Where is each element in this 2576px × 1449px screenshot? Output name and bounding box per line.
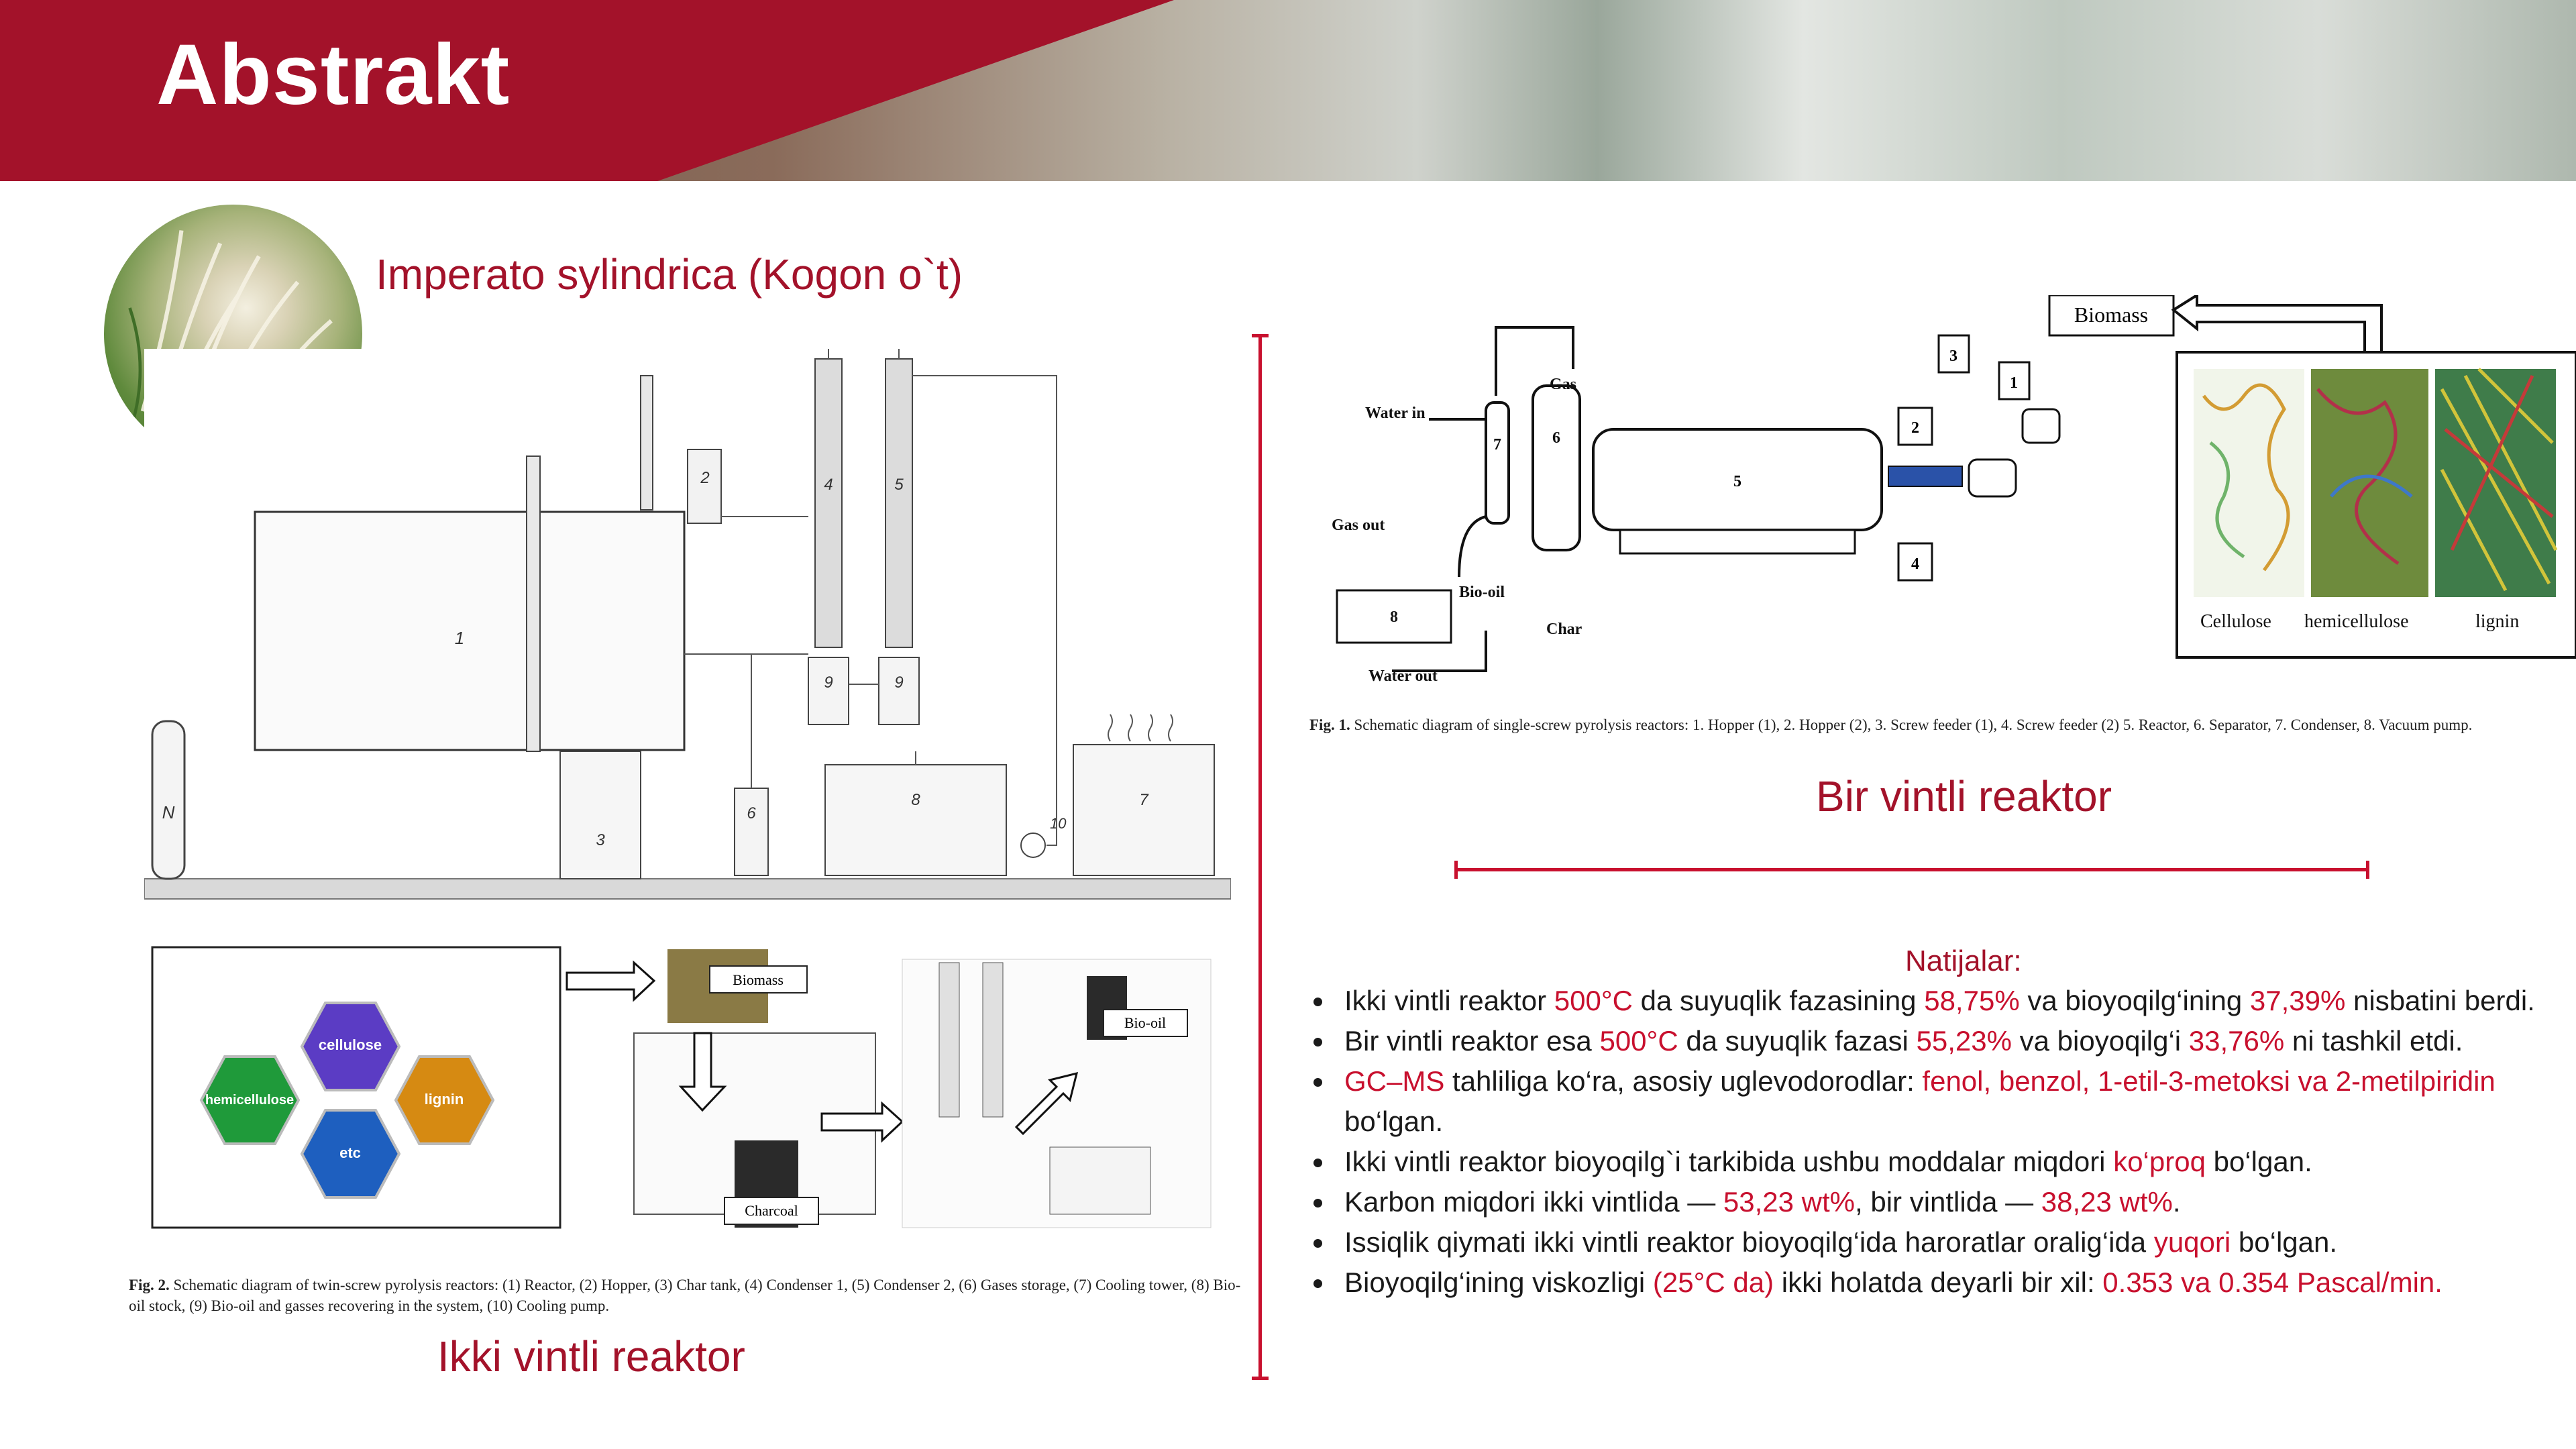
horizontal-divider-cap-left [1454,861,1458,879]
horizontal-divider-cap-right [2366,861,2369,879]
result-text: Ikki vintli reaktor bioyoqilg`i tarkibid… [1344,1146,2114,1177]
result-text: va bioyoqilg‘i [2011,1025,2189,1057]
unit-label-9b: 9 [894,674,903,692]
plant-name: Imperato sylindrica (Kogon o`t) [376,250,963,299]
results-list: Ikki vintli reaktor 500°C da suyuqlik fa… [1308,981,2576,1303]
result-text: da suyuqlik fazasi [1678,1025,1917,1057]
unit-label-10: 10 [1050,815,1067,832]
result-highlight: ko‘proq [2113,1146,2206,1177]
result-item: Ikki vintli reaktor 500°C da suyuqlik fa… [1335,981,2576,1021]
result-highlight: yuqori [2153,1226,2231,1258]
result-item: Bioyoqilg‘ining viskozligi (25°C da) ikk… [1335,1263,2576,1303]
unit-1: 1 [2010,374,2018,392]
fig2-caption-text: Schematic diagram of twin-screw pyrolysi… [129,1277,1241,1314]
result-highlight: 500°C [1554,985,1633,1016]
result-text: bo‘lgan. [2231,1226,2338,1258]
inset-cellulose-label: cellulose [319,1036,382,1053]
result-highlight: GC–MS [1344,1065,1445,1097]
result-text: da suyuqlik fazasining [1632,985,1925,1016]
unit-6: 6 [1552,429,1560,447]
inset-biooil-label: Bio-oil [1124,1014,1166,1031]
result-text: va bioyoqilg‘ining [2019,985,2250,1016]
unit-label-n: N [162,802,175,822]
result-text: Ikki vintli reaktor [1344,985,1554,1016]
inset-lignin-label: lignin [425,1091,464,1108]
fig1-caption-lead: Fig. 1. [1309,716,1350,733]
bio-oil-label: Bio-oil [1459,584,1505,601]
result-text: Bir vintli reaktor esa [1344,1025,1600,1057]
vertical-divider-cap-bottom [1252,1377,1269,1380]
result-text: , bir vintlida — [1855,1186,2041,1218]
result-text: ikki holatda deyarli bir xil: [1774,1267,2103,1298]
result-highlight: fenol, benzol, 1-etil-3-metoksi va 2-met… [1922,1065,2496,1097]
result-text: Issiqlik qiymati ikki vintli reaktor bio… [1344,1226,2154,1258]
result-highlight: 38,23 wt% [2041,1186,2173,1218]
fig2-caption-lead: Fig. 2. [129,1277,170,1293]
result-highlight: 55,23% [1916,1025,2012,1057]
unit-4: 4 [1911,555,1919,573]
fig2-caption: Fig. 2. Schematic diagram of twin-screw … [129,1275,1256,1316]
results-title: Natijalar: [1905,945,2022,977]
gas-out-label: Gas out [1332,517,1385,534]
unit-5: 5 [1733,473,1741,490]
result-item: GC–MS tahliliga ko‘ra, asosiy uglevodoro… [1335,1061,2576,1142]
result-text: nisbatini berdi. [2345,985,2535,1016]
twin-screw-schematic: N 1 2 3 4 5 9 9 6 8 10 7 [144,349,1231,906]
unit-label-6: 6 [747,804,756,822]
unit-3: 3 [1949,347,1957,365]
hemicellulose-label: hemicellulose [2304,611,2409,632]
unit-7: 7 [1493,436,1501,453]
result-text: Bioyoqilg‘ining viskozligi [1344,1267,1653,1298]
unit-label-2: 2 [700,469,709,487]
result-text: Karbon miqdori ikki vintlida — [1344,1186,1723,1218]
fig1-caption-text: Schematic diagram of single-screw pyroly… [1354,716,2473,733]
lignin-label: lignin [2475,611,2519,632]
unit-label-4: 4 [824,476,833,494]
inset-charcoal-label: Charcoal [745,1202,798,1219]
inset-hemicellulose-label: hemicellulose [205,1093,294,1108]
result-text: ni tashkil etdi. [2284,1025,2463,1057]
unit-label-3: 3 [596,831,605,849]
result-text: bo‘lgan. [1344,1106,1444,1137]
cellulose-label: Cellulose [2200,611,2271,632]
horizontal-divider [1456,868,2368,871]
single-screw-schematic: Water in Gas Gas out Bio-oil Char Water … [1325,295,2576,704]
vertical-divider-cap-top [1252,334,1269,337]
result-item: Bir vintli reaktor esa 500°C da suyuqlik… [1335,1021,2576,1061]
inset-biomass-label: Biomass [733,971,784,988]
unit-label-9a: 9 [824,674,833,692]
unit-8: 8 [1390,608,1398,626]
result-highlight: (25°C da) [1652,1267,1774,1298]
char-label: Char [1546,621,1582,638]
unit-label-7: 7 [1139,791,1149,809]
page-title: Abstrakt [156,27,511,123]
result-item: Issiqlik qiymati ikki vintli reaktor bio… [1335,1222,2576,1263]
unit-label-8: 8 [911,791,920,809]
vertical-divider [1258,335,1262,1379]
single-screw-label: Bir vintli reaktor [1816,772,2112,820]
biomass-label: Biomass [2074,303,2148,327]
unit-label-1: 1 [455,628,464,648]
result-text: bo‘lgan. [2205,1146,2312,1177]
result-item: Ikki vintli reaktor bioyoqilg`i tarkibid… [1335,1142,2576,1182]
result-highlight: 37,39% [2249,985,2346,1016]
result-item: Karbon miqdori ikki vintlida — 53,23 wt%… [1335,1182,2576,1222]
result-text: . [2172,1186,2181,1218]
inset-etc-label: etc [339,1144,361,1161]
unit-label-5: 5 [894,476,904,494]
unit-2: 2 [1911,419,1919,437]
result-text: tahliliga ko‘ra, asosiy uglevodorodlar: [1444,1065,1923,1097]
twin-screw-label: Ikki vintli reaktor [437,1332,745,1381]
twin-screw-inset-figure: cellulose hemicellulose lignin etc Bioma… [151,946,1224,1234]
water-in-label: Water in [1365,405,1426,422]
result-highlight: 58,75% [1924,985,2020,1016]
result-highlight: 33,76% [2188,1025,2285,1057]
fig1-caption: Fig. 1. Schematic diagram of single-scre… [1309,714,2571,735]
header-banner: Abstrakt [0,0,2576,181]
result-highlight: 500°C [1599,1025,1678,1057]
result-highlight: 53,23 wt% [1723,1186,1856,1218]
result-highlight: 0.353 va 0.354 Pascal/min. [2102,1267,2443,1298]
